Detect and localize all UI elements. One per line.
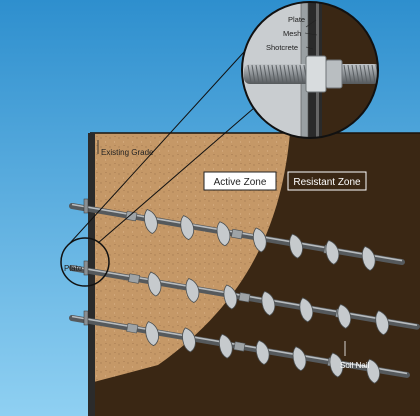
thread-line [271, 64, 276, 84]
thread-line [247, 64, 252, 84]
nail-helix-plate [182, 327, 196, 353]
thread-line [251, 64, 256, 84]
thread-line [367, 64, 372, 84]
wall-bearing-plate [83, 260, 89, 276]
wall-facing [88, 133, 95, 416]
resistant-zone-label: Resistant Zone [293, 177, 361, 188]
nail-helix-plate [180, 215, 194, 241]
thread-line [287, 64, 292, 84]
wall-bearing-plate [83, 198, 89, 214]
thread-line [295, 64, 300, 84]
nail-coupler [128, 273, 141, 284]
bar-threads [247, 64, 378, 84]
existing-grade-label: Existing Grade [101, 148, 154, 157]
nail-helix-plate [337, 303, 352, 329]
mesh-leader [304, 32, 318, 36]
nail-helix-plate [289, 233, 303, 259]
thread-line [275, 64, 280, 84]
nail-helix-plate [185, 278, 200, 303]
mesh-label: Mesh [283, 29, 301, 38]
thread-line [259, 64, 264, 84]
soil-nails [69, 198, 420, 384]
nail-helix-plate [218, 333, 233, 359]
inset-nut [305, 55, 327, 93]
thread-line [299, 64, 304, 84]
plate-wall-label: Plate [64, 264, 83, 273]
nail-coupler [238, 292, 251, 303]
nail-coupler [126, 323, 139, 334]
nail-coupler [125, 210, 138, 222]
nail-helix-plate [144, 208, 158, 234]
nail-helix-plate [147, 271, 162, 297]
thread-line [359, 64, 364, 84]
thread-line [355, 64, 360, 84]
plate-inset-label: Plate [288, 15, 305, 24]
nail-helix-plate [255, 339, 270, 365]
thread-line [283, 64, 288, 84]
nail-helix-plate [366, 358, 380, 384]
active-zone-label: Active Zone [214, 177, 267, 188]
thread-line [371, 64, 376, 84]
wall-bearing-plate [83, 310, 89, 326]
callout-line-upper [69, 51, 245, 244]
nail-helix-plate [223, 284, 238, 310]
nail-helix-plate [325, 239, 340, 265]
thread-line [291, 64, 296, 84]
thread-line [343, 64, 348, 84]
nail-helix-plate [292, 346, 307, 372]
nail-coupler [231, 228, 243, 240]
detail-callout-circle [60, 237, 110, 287]
nail-helix-plate [375, 310, 389, 336]
thread-line [351, 64, 356, 84]
thread-line [363, 64, 368, 84]
active-zone-box [203, 171, 277, 191]
thread-line [347, 64, 352, 84]
callout-line-lower [97, 107, 255, 244]
magnified-inset [241, 1, 379, 139]
nail-helix-plate [216, 221, 231, 247]
nail-helix-plate [361, 246, 376, 271]
plate-inset-leader [305, 19, 317, 28]
shotcrete-label: Shotcrete [266, 43, 298, 52]
active-soil-wedge [90, 133, 290, 383]
thread-line [263, 64, 268, 84]
shotcrete-leader [305, 46, 314, 50]
resistant-zone-box [287, 171, 367, 191]
nail-helix-plate [329, 352, 344, 378]
thread-line [279, 64, 284, 84]
thread-line [255, 64, 260, 84]
soil-nail-label: Soil Nail [340, 361, 370, 370]
nail-helix-plate [252, 227, 267, 253]
inset-washer [325, 59, 343, 89]
nail-helix-plate [145, 321, 159, 347]
nail-helix-plate [299, 297, 314, 323]
nail-coupler [233, 341, 246, 352]
thread-line [267, 64, 272, 84]
nail-helix-plate [261, 290, 276, 316]
